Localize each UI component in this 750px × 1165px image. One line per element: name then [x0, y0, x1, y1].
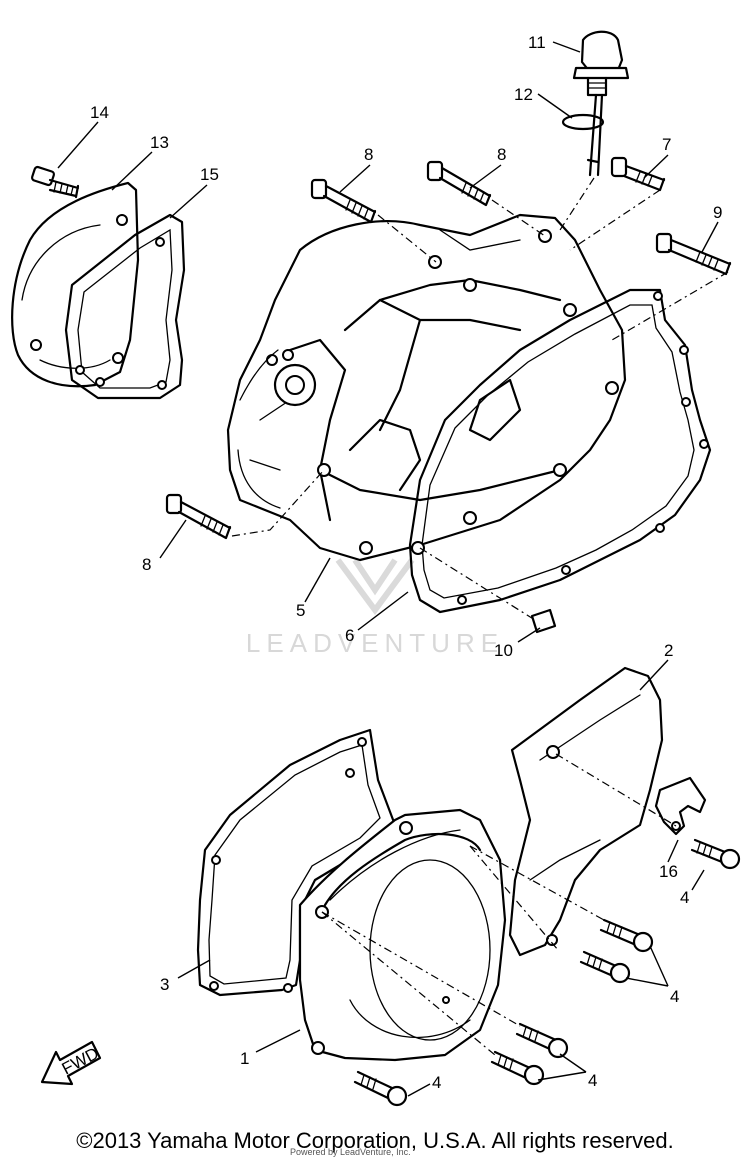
- part-4-screw-d: [515, 1022, 569, 1059]
- part-4-screw-c: [579, 950, 631, 984]
- leader-lines: [57, 41, 719, 1097]
- callout-12: 12: [514, 85, 533, 104]
- callout-11: 11: [528, 33, 546, 52]
- callout-9: 9: [713, 203, 722, 222]
- part-4-screw-f: [353, 1070, 408, 1107]
- callout-4-right: 4: [680, 888, 689, 907]
- callout-4-bottom-right: 4: [588, 1071, 597, 1090]
- callout-8-top-right: 8: [497, 145, 506, 164]
- alignment-lines-top: [231, 177, 729, 621]
- callout-labels: 11 12 14 13 15 8 8 7 9 8 5 6 10 2 3 1 16…: [90, 33, 722, 1092]
- alignment-lines-bottom: [321, 753, 677, 1056]
- copyright-notice: ©2013 Yamaha Motor Corporation, U.S.A. A…: [76, 1128, 674, 1153]
- part-8-bolt-c: [165, 493, 232, 540]
- part-11-oil-filler-cap: [572, 30, 630, 177]
- callout-5: 5: [296, 601, 305, 620]
- part-14-screw: [31, 165, 80, 199]
- part-4-screw-e: [490, 1050, 545, 1086]
- part-16-clamp: [654, 776, 707, 836]
- part-5-crankcase-cover: [226, 213, 627, 562]
- part-8-bolt-b: [426, 160, 492, 207]
- part-8-bolt-a: [310, 178, 377, 224]
- part-6-gasket: [408, 288, 712, 614]
- part-9-bolt: [655, 232, 732, 276]
- callout-8-top-left: 8: [364, 145, 373, 164]
- fwd-direction-arrow: FWD: [40, 1040, 102, 1086]
- part-4-screw-b: [599, 918, 654, 953]
- part-12-o-ring: [561, 113, 605, 131]
- watermark: LEADVENTURE: [246, 558, 504, 658]
- callout-8-left: 8: [142, 555, 151, 574]
- callout-6: 6: [345, 626, 354, 645]
- part-4-screw-a: [690, 838, 741, 870]
- callout-14: 14: [90, 103, 109, 122]
- callout-10: 10: [494, 641, 513, 660]
- callout-16: 16: [659, 862, 678, 881]
- watermark-text: LEADVENTURE: [246, 628, 504, 658]
- callout-1: 1: [240, 1049, 249, 1068]
- callout-2: 2: [664, 641, 673, 660]
- part-2-sprocket-cover: [508, 666, 664, 957]
- part-7-bolt: [610, 156, 666, 192]
- callout-4-bottom-left: 4: [432, 1073, 441, 1092]
- callout-4-middle: 4: [670, 987, 679, 1006]
- callout-7: 7: [662, 135, 671, 154]
- callout-3: 3: [160, 975, 169, 994]
- part-10-dowel-pin: [530, 608, 557, 634]
- part-1-side-cover: [298, 808, 507, 1062]
- powered-by-credit: Powered by LeadVenture, Inc.: [290, 1147, 411, 1157]
- callout-13: 13: [150, 133, 169, 152]
- callout-15: 15: [200, 165, 219, 184]
- part-15-gasket: [64, 213, 186, 400]
- part-13-cover: [11, 181, 140, 388]
